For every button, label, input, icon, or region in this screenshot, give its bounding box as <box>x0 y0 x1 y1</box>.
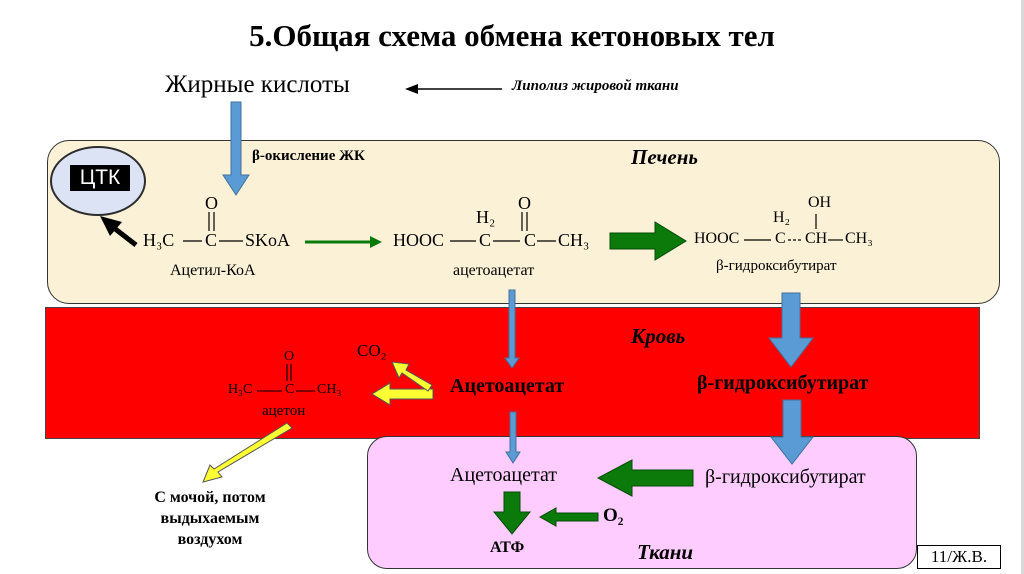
acetoacetate-blood: Ацетоацетат <box>450 375 565 397</box>
exhaled-line-2: выдыхаемым <box>160 510 260 527</box>
acetoacetate-ch3: CH₃ <box>558 230 590 250</box>
hydroxybutyrate-blood: β-гидроксибутират <box>697 372 869 394</box>
hydroxybutyrate-name-liver: β-гидроксибутират <box>716 258 837 274</box>
exhaled-line-1: С мочой, потом <box>154 489 266 506</box>
lipolysis-label: Липолиз жировой ткани <box>512 78 679 94</box>
hydroxybutyrate-tissue: β-гидроксибутират <box>705 466 866 488</box>
acetoacetate-liver-to-blood-arrow <box>504 289 520 369</box>
acetone-right-group: CH₃ <box>317 382 342 397</box>
page-title: 5.Общая схема обмена кетоновых тел <box>249 18 775 53</box>
hydroxybutyrate-ch: CH <box>805 230 828 247</box>
to-krebs-arrow <box>100 216 138 247</box>
acetoacetate-to-atp-arrow <box>492 491 532 535</box>
beta-oxidation-arrow <box>222 101 250 196</box>
hydroxybutyrate-blood-to-tissue-arrow <box>769 399 815 465</box>
krebs-cycle-label: ЦТК <box>70 165 130 191</box>
acetoacetate-tissue: Ацетоацетат <box>450 464 558 486</box>
page-number: 11/Ж.В. <box>917 545 1001 569</box>
acetyl-coa-carbon: C <box>205 230 218 250</box>
acetoacetate-c2: C <box>524 230 537 250</box>
acetoacetate-oxygen: O <box>518 193 531 213</box>
tissues-region <box>367 436 917 569</box>
slide-frame-edge <box>1021 0 1024 574</box>
acetoacetate-blood-to-tissue-arrow <box>505 411 521 464</box>
acetoacetate-bonds <box>450 212 556 242</box>
acetyl-coa-left-group: H₃C <box>143 230 175 250</box>
acetyl-coa-oxygen: O <box>205 193 218 213</box>
acetoacetate-to-hydroxybutyrate-arrow <box>609 221 687 261</box>
hydroxybutyrate-c1: C <box>775 230 786 247</box>
hydroxybutyrate-c1-h2: H₂ <box>773 209 791 226</box>
exhaled-note: С мочой, потом выдыхаемым воздухом <box>130 487 290 550</box>
beta-oxidation-label: β-окисление ЖК <box>252 148 365 164</box>
atp-label: АТФ <box>490 539 525 556</box>
acetoacetate-hooc: HOOC <box>393 230 445 250</box>
acetyl-coa-right-group: SKoA <box>245 230 291 250</box>
blood-label: Кровь <box>631 324 686 348</box>
acetoacetate-name-liver: ацетоацетат <box>453 262 535 279</box>
acetoacetate-c1: C <box>479 230 492 250</box>
acetoacetate-to-acetone-arrow <box>371 382 434 406</box>
acetone-to-exhaled-arrow <box>202 422 293 483</box>
acetyl-coa-bonds <box>183 212 243 242</box>
o2-label: O₂ <box>603 505 624 526</box>
tissues-label: Ткани <box>637 540 694 564</box>
acetyl-to-acetoacetate-arrow <box>305 236 382 248</box>
hydroxybutyrate-to-acetoacetate-tissue-arrow <box>596 459 694 497</box>
liver-region <box>47 140 1000 304</box>
acetoacetate-c1-h2: H₂ <box>476 207 496 227</box>
acetone-carbon: C <box>285 382 295 397</box>
exhaled-line-3: воздухом <box>177 531 243 548</box>
acetone-left-group: H₃C <box>228 382 253 397</box>
co2-label: CO₂ <box>357 341 387 360</box>
acetone-name: ацетон <box>262 403 306 419</box>
hydroxybutyrate-hooc: HOOC <box>694 230 740 247</box>
lipolysis-arrow <box>405 84 502 94</box>
acetyl-coa-name: Ацетил-КоА <box>170 262 256 279</box>
acetone-bonds <box>257 364 315 392</box>
hydroxybutyrate-oh: OH <box>808 194 832 211</box>
fatty-acids-label: Жирные кислоты <box>165 71 350 98</box>
oxygen-arrow <box>538 507 599 527</box>
hydroxybutyrate-liver-to-blood-arrow <box>767 292 815 368</box>
hydroxybutyrate-bonds <box>744 214 843 241</box>
hydroxybutyrate-ch3: CH₃ <box>845 230 873 247</box>
acetoacetate-to-co2-arrow <box>391 361 433 392</box>
liver-label: Печень <box>631 145 698 169</box>
acetone-oxygen: O <box>284 349 295 364</box>
